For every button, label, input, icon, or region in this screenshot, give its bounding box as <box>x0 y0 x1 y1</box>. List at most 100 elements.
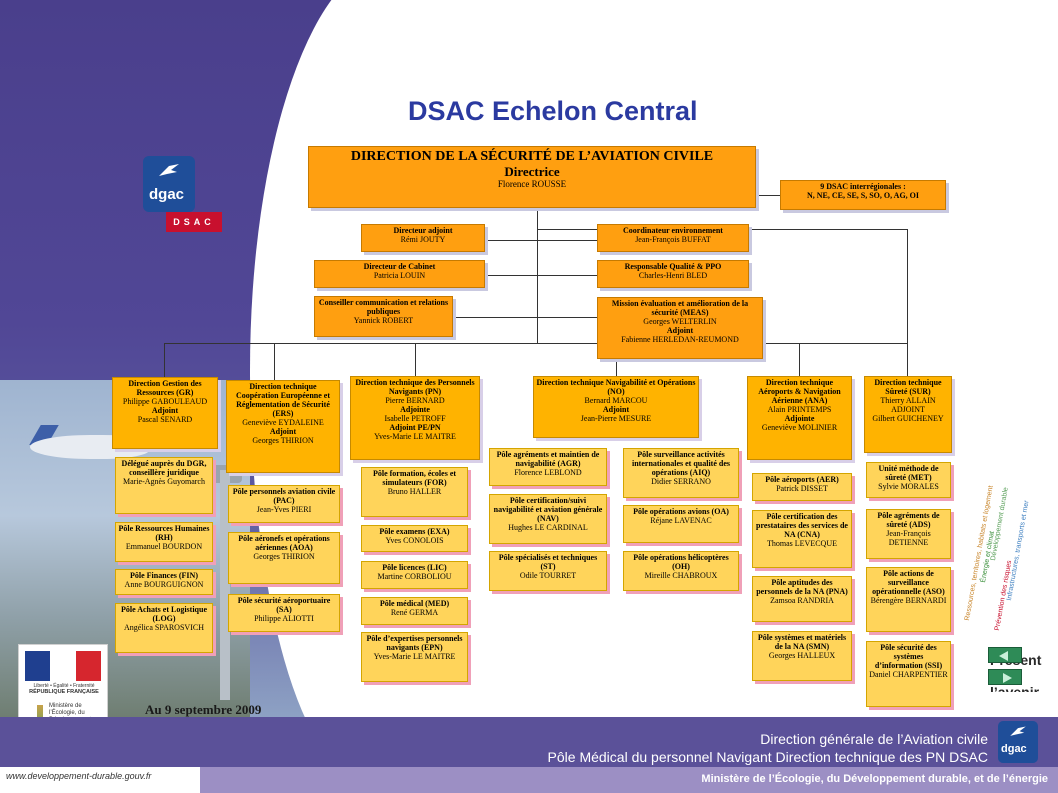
connector-line <box>485 275 597 276</box>
director-title: DIRECTION DE LA SÉCURITÉ DE L’AVIATION C… <box>350 149 714 164</box>
direction-name: Thierry ALLAIN <box>880 395 936 405</box>
interregional-title: 9 DSAC interrégionales : <box>820 182 906 191</box>
connector-line <box>799 343 800 376</box>
side-keywords: Ressources, territoires, habitats et log… <box>960 450 1050 631</box>
unit-title: Pôle formation, écoles et simulateurs (F… <box>372 469 457 487</box>
ministry-name: Ministère de l’Écologie, du Développemen… <box>701 773 1048 785</box>
staff-title: Mission évaluation et amélioration de la… <box>611 299 749 317</box>
direction-deputy-label: Adjoint <box>602 404 630 414</box>
direction-title: Direction technique Coopération Européen… <box>235 382 331 418</box>
unit-box: Pôle opérations avions (OA) Réjane LAVEN… <box>623 505 739 543</box>
slide-title: DSAC Echelon Central <box>408 96 698 126</box>
unit-name: Anne BOURGUIGNON <box>124 579 204 589</box>
next-slide-button[interactable] <box>988 669 1022 685</box>
unit-title: Pôle spécialisés et techniques (ST) <box>498 553 598 571</box>
unit-title: Pôle médical (MED) <box>379 599 450 608</box>
unit-title: Pôle examens (EXA) <box>379 527 450 536</box>
unit-title: Pôle aptitudes des personnels de la NA (… <box>756 578 848 596</box>
unit-name: Marie-Agnès Guyomarch <box>123 476 205 486</box>
unit-title: Pôle opérations avions (OA) <box>633 507 729 516</box>
staff-box-cabinet: Directeur de Cabinet Patricia LOUIN <box>314 260 485 288</box>
unit-box: Délégué auprès du DGR, conseillère jurid… <box>115 457 213 514</box>
connector-line <box>907 343 908 376</box>
direction-title: Direction technique Sûreté (SUR) <box>874 378 942 396</box>
unit-box: Pôle surveillance activités internationa… <box>623 448 739 498</box>
unit-title: Pôle certification des prestataires des … <box>756 512 848 539</box>
staff-title: Directeur adjoint <box>393 226 453 235</box>
unit-title: Délégué auprès du DGR, conseillère jurid… <box>121 459 207 477</box>
dgac-logo-text: dgac <box>149 186 185 203</box>
unit-box: Pôle aéroports (AER) Patrick DISSET <box>752 473 852 501</box>
previous-slide-button[interactable] <box>988 647 1022 663</box>
unit-name: Réjane LAVENAC <box>650 515 712 525</box>
unit-box: Pôle certification/suivi navigabilité et… <box>489 494 607 544</box>
unit-title: Pôle systèmes et matériels de la NA (SMN… <box>757 633 847 651</box>
unit-name: Zamsoa RANDRIA <box>770 595 834 605</box>
unit-name: Angélica SPAROSVICH <box>124 622 204 632</box>
unit-box: Pôle sécurité aéroportuaire (SA) Philipp… <box>228 594 340 632</box>
unit-name: Thomas LEVECQUE <box>767 538 837 548</box>
connector-line <box>164 343 907 344</box>
connector-line <box>616 343 617 376</box>
unit-name: Bruno HALLER <box>387 486 442 496</box>
unit-box: Unité méthode de sûreté (MET) Sylvie MOR… <box>866 462 951 498</box>
direction-deputy2: Yves-Marie LE MAITRE <box>374 431 456 441</box>
unit-box: Pôle aptitudes des personnels de la NA (… <box>752 576 852 622</box>
staff-name: Patricia LOUIN <box>373 270 426 280</box>
keyword: Infrastructures, transports et mer <box>1006 499 1031 602</box>
staff-box-environment: Coordinateur environnement Jean-François… <box>597 224 749 252</box>
unit-name: Hughes LE CARDINAL <box>508 522 588 532</box>
interregional-list: N, NE, CE, SE, S, SO, O, AG, OI <box>806 190 920 200</box>
unit-name: Jean-François DETIENNE <box>886 528 931 547</box>
unit-name: Georges THIRION <box>253 551 315 561</box>
unit-title: Pôle aéronefs et opérations aériennes (A… <box>238 534 330 552</box>
staff-name: Charles-Henri BLED <box>638 270 708 280</box>
staff-box-meas: Mission évaluation et amélioration de la… <box>597 297 763 359</box>
staff-box-quality: Responsable Qualité & PPO Charles-Henri … <box>597 260 749 288</box>
unit-box: Pôle Achats et Logistique (LOG) Angélica… <box>115 603 213 653</box>
direction-deputy: Isabelle PETROFF <box>384 413 446 423</box>
connector-line <box>755 195 780 196</box>
unit-title: Pôle actions de surveillance opérationne… <box>872 569 945 596</box>
unit-title: Pôle Finances (FIN) <box>130 571 198 580</box>
unit-box: Pôle agréments et maintien de navigabili… <box>489 448 607 486</box>
director-name: Florence ROUSSE <box>497 179 567 190</box>
unit-box: Pôle systèmes et matériels de la NA (SMN… <box>752 631 852 681</box>
interregional-box: 9 DSAC interrégionales : N, NE, CE, SE, … <box>780 180 946 210</box>
connector-line <box>274 343 275 380</box>
unit-box: Pôle opérations hélicoptères (OH) Mireil… <box>623 551 739 591</box>
footer-logo-text: dgac <box>1001 743 1027 755</box>
dsac-director-box: DIRECTION DE LA SÉCURITÉ DE L’AVIATION C… <box>308 146 756 208</box>
unit-title: Pôle aéroports (AER) <box>765 475 839 484</box>
footer-line-2: Pôle Médical du personnel Navigant Direc… <box>547 749 988 765</box>
direction-deputy: Pascal SENARD <box>137 414 193 424</box>
rf-country: RÉPUBLIQUE FRANÇAISE <box>29 689 99 695</box>
unit-title: Pôle agréments de sûreté (ADS) <box>877 511 940 529</box>
direction-title: Direction technique Aéroports & Navigati… <box>758 378 841 405</box>
direction-name: Bernard MARCOU <box>584 395 648 405</box>
connector-line <box>485 240 597 241</box>
chart-date: Au 9 septembre 2009 <box>145 702 262 717</box>
staff-deputy: Fabienne HERLEDAN-REUMOND <box>621 334 739 344</box>
unit-box: Pôle certification des prestataires des … <box>752 510 852 568</box>
unit-name: Didier SERRANO <box>651 476 711 486</box>
staff-title: Directeur de Cabinet <box>363 262 436 271</box>
unit-box: Pôle agréments de sûreté (ADS) Jean-Fran… <box>866 509 951 559</box>
unit-box: Pôle personnels aviation civile (PAC) Je… <box>228 485 340 523</box>
direction-deputy2-label: Adjoint PE/PN <box>389 422 441 432</box>
dsac-tag: DSAC <box>166 212 222 232</box>
unit-name: Yves-Marie LE MAITRE <box>373 651 456 661</box>
bird-icon <box>159 164 179 176</box>
unit-title: Pôle opérations hélicoptères (OH) <box>633 553 729 571</box>
unit-name: Daniel CHARPENTIER <box>869 669 948 679</box>
direction-name: Philippe GABOULEAUD <box>122 396 208 406</box>
unit-title: Pôle licences (LIC) <box>382 563 447 572</box>
unit-title: Pôle surveillance activités internationa… <box>632 450 730 477</box>
connector-line <box>453 317 597 318</box>
unit-title: Pôle sécurité des systèmes d’information… <box>874 643 943 670</box>
dgac-logo: dgac <box>143 156 195 212</box>
connector-line <box>164 343 165 378</box>
staff-title: Coordinateur environnement <box>623 226 723 235</box>
website-url[interactable]: www.developpement-durable.gouv.fr <box>6 771 152 781</box>
director-role: Directrice <box>504 163 560 179</box>
